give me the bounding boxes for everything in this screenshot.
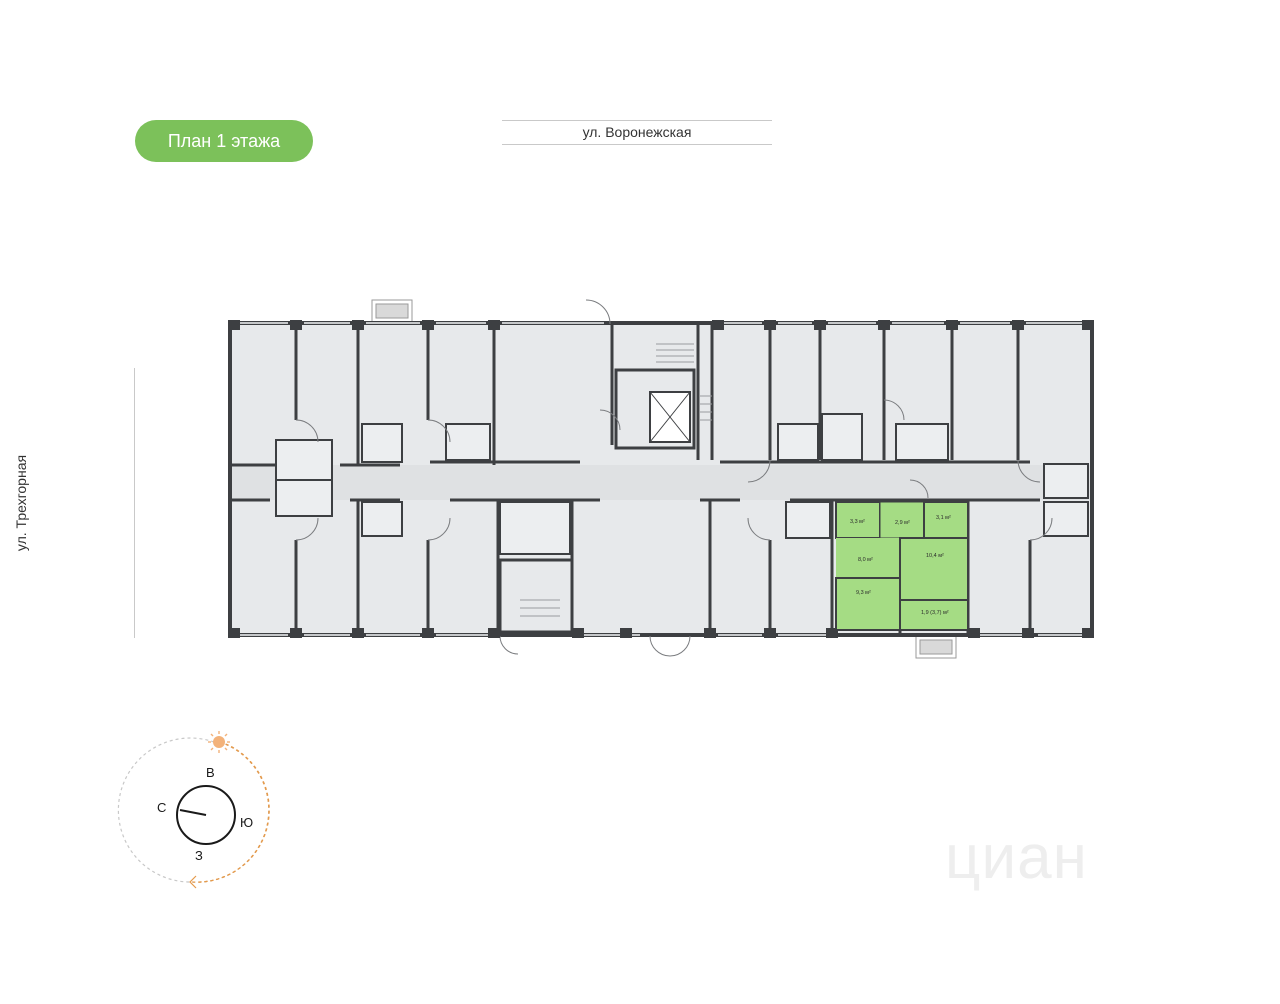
room-hall	[879, 501, 925, 539]
compass-east: В	[206, 765, 215, 780]
corridor-walls	[232, 460, 1040, 502]
compass-north: С	[157, 800, 166, 815]
room-bedroom	[835, 577, 901, 631]
room-label: 2,9 м²	[895, 520, 910, 526]
room-balcony	[899, 599, 969, 631]
room-kitchen	[836, 538, 900, 578]
compass-west: З	[195, 848, 203, 863]
bathrooms	[275, 413, 1089, 555]
sun-icon	[208, 731, 230, 753]
room-label: 3,1 м²	[936, 515, 951, 521]
floor-plan-badge: План 1 этажа	[135, 120, 313, 162]
room-label: 1,9 (3,7) м²	[921, 610, 949, 616]
street-line-left	[134, 368, 159, 638]
watermark-logo: циан	[945, 823, 1088, 892]
room-living	[899, 537, 969, 601]
wall-piers	[228, 320, 1094, 638]
room-label: 9,3 м²	[856, 590, 871, 596]
street-label-top: ул. Воронежская	[502, 120, 772, 145]
windows	[240, 322, 1084, 636]
room-label: 8,0 м²	[858, 557, 873, 563]
vent-bottom	[915, 635, 957, 659]
corridor	[232, 465, 1090, 500]
highlighted-apartment[interactable]	[835, 501, 969, 631]
door-swings	[295, 299, 1053, 657]
compass-needle	[179, 809, 207, 816]
room-label: 10,4 м²	[926, 553, 944, 559]
compass-south: Ю	[240, 815, 253, 830]
stair-steps	[520, 343, 712, 617]
room-storage	[923, 501, 969, 539]
apartment-room-labels: 3,3 м² 2,9 м² 3,1 м² 8,0 м² 10,4 м² 9,3 …	[850, 515, 951, 616]
room-label: 3,3 м²	[850, 519, 865, 525]
stair-core	[498, 368, 696, 634]
